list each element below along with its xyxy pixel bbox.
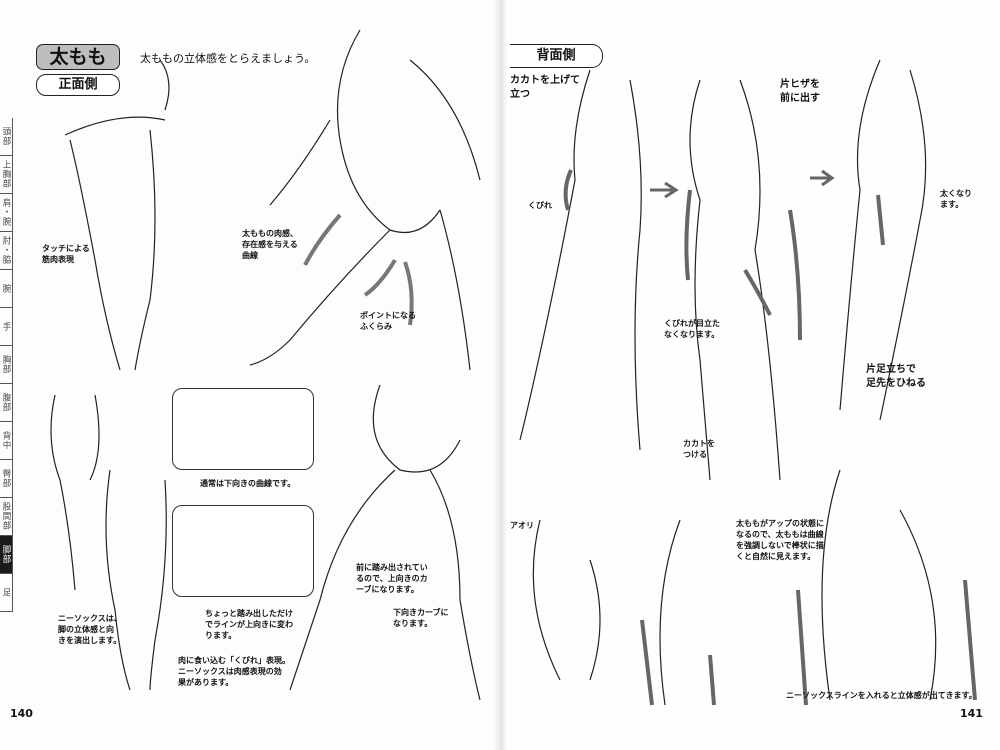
note-less-kubire: くびれが目立た なくなります。 (664, 319, 720, 339)
note-socks-line: ニーソックスラインを入れると立体感が出てきます。 (786, 691, 977, 700)
page-number-left: 140 (10, 707, 33, 720)
page-number-right: 141 (960, 707, 983, 720)
tab-chest[interactable]: 胸部 (0, 346, 13, 384)
tab-hand[interactable]: 手 (0, 308, 13, 346)
tab-crotch[interactable]: 股間部 (0, 498, 13, 536)
tab-back[interactable]: 背中 (0, 422, 13, 460)
chapter-tabs: 頭部 上胸部 肩・腕 肘・脇 腕 手 胸部 腹部 背中 臀部 股間部 脚部 足 (0, 118, 32, 612)
book-gutter (492, 0, 508, 750)
note-forward: 前に踏み出されてい るので、上向きのカ ーブになります。 (356, 563, 428, 594)
note-kubire: 肉に食い込む「くびれ」表現。 ニーソックスは肉感表現の効 果があります。 (178, 656, 290, 687)
tab-abdomen[interactable]: 腹部 (0, 384, 13, 422)
section-title: 太もも (36, 44, 120, 70)
tab-shoulder-arm[interactable]: 肩・腕 (0, 194, 13, 232)
tab-feet[interactable]: 足 (0, 574, 13, 612)
note-step: ちょっと踏み出しただけ でラインが上向きに変わ ります。 (205, 609, 293, 640)
note-knee: 片ヒザを 前に出す (780, 79, 820, 104)
note-curve: 太ももの肉感、 存在感を与える 曲線 (242, 229, 298, 260)
tab-upper-chest[interactable]: 上胸部 (0, 156, 13, 194)
note-heel-up: カカトを上げて 立つ (510, 75, 580, 100)
subsection-front: 正面側 (36, 74, 120, 96)
note-one-leg: 片足立ちで 足先をひねる (866, 364, 926, 389)
lead-text: 太ももの立体感をとらえましょう。 (140, 52, 316, 65)
tab-elbow-armpit[interactable]: 肘・脇 (0, 232, 13, 270)
note-kneesocks: ニーソックスは、 脚の立体感と向 きを演出します。 (58, 614, 122, 645)
tab-legs[interactable]: 脚部 (0, 536, 13, 574)
subsection-back: 背面側 (510, 44, 603, 68)
inset-step-curve (172, 505, 314, 597)
inset-normal-curve (172, 388, 314, 470)
note-thicker: 太くなり ます。 (940, 189, 972, 209)
tab-buttocks[interactable]: 臀部 (0, 460, 13, 498)
note-normal: 通常は下向きの曲線です。 (200, 479, 296, 488)
note-kubire-back: くびれ (528, 201, 552, 210)
note-touch: タッチによる 筋肉表現 (42, 244, 90, 264)
right-page (503, 0, 1000, 750)
tab-arm[interactable]: 腕 (0, 270, 13, 308)
note-aori: アオリ (510, 521, 534, 530)
note-point: ポイントになる ふくらみ (360, 311, 416, 331)
note-heel-down: カカトを つける (683, 439, 715, 459)
left-page (0, 0, 497, 750)
tab-head[interactable]: 頭部 (0, 118, 13, 156)
note-down: 下向きカーブに なります。 (393, 608, 449, 628)
note-closeup: 太ももがアップの状態に なるので、太ももは曲線 を強調しないで棒状に描 くと自然… (736, 519, 824, 561)
